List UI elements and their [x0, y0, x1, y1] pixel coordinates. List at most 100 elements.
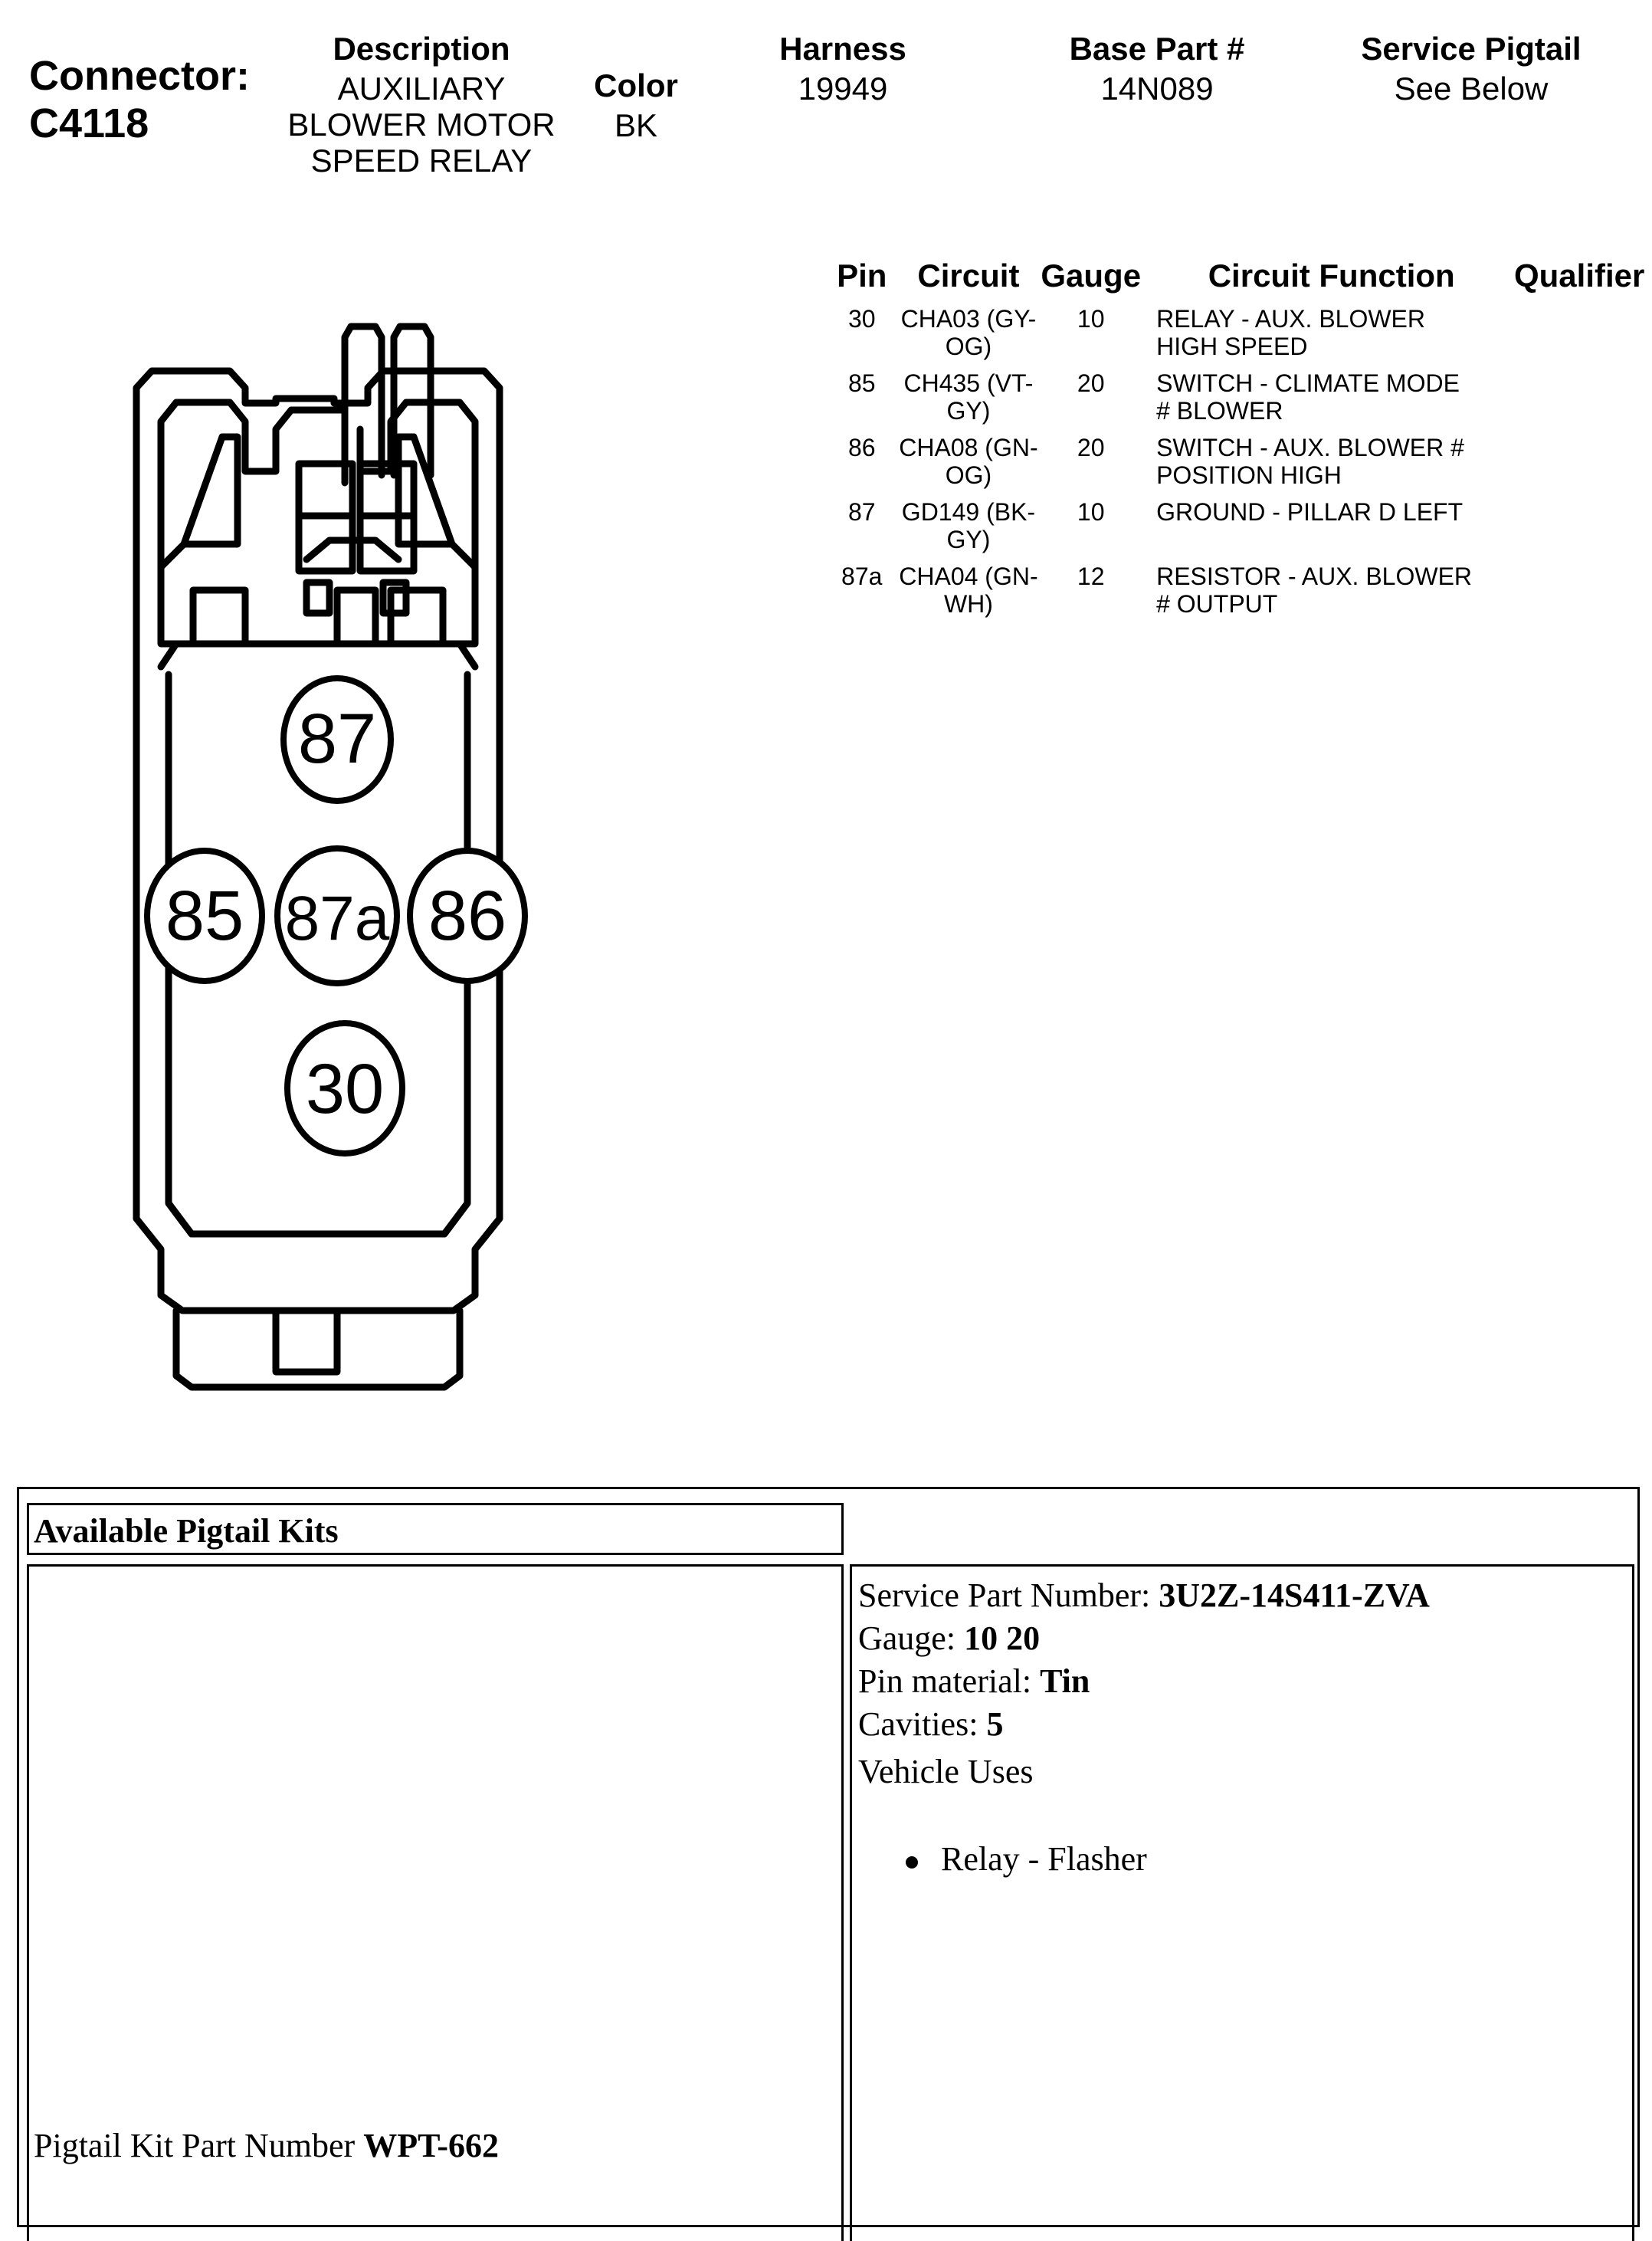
circuit-line: CHA08 (GN-	[899, 434, 1038, 461]
pigtail-details-cell: Service Part Number: 3U2Z-14S411-ZVA Gau…	[850, 1564, 1634, 2241]
pin-label-87a: 87a	[285, 884, 390, 953]
circuit-line: CH435 (VT-	[903, 369, 1034, 397]
pin-label-85: 85	[166, 877, 244, 955]
function-line: # OUTPUT	[1156, 590, 1278, 618]
service-pigtail-value: See Below	[1394, 71, 1549, 107]
function-cell: SWITCH - AUX. BLOWER #POSITION HIGH	[1141, 434, 1506, 498]
pin-material-value: Tin	[1040, 1662, 1090, 1700]
gauge-spec: Gauge: 10 20	[858, 1617, 1430, 1660]
pin-ring	[280, 675, 394, 804]
list-item: Relay - Flasher	[906, 1838, 1147, 1881]
function-line: RESISTOR - AUX. BLOWER	[1156, 563, 1473, 590]
pin-label-87: 87	[298, 700, 376, 778]
pin-ring	[144, 848, 265, 984]
circuit-cell: GD149 (BK-GY)	[896, 498, 1041, 563]
function-line: # BLOWER	[1156, 397, 1283, 425]
pin-cell: 85	[847, 369, 876, 397]
connector-label: Connector:	[29, 53, 250, 99]
pin-cavity-86: 86	[407, 848, 528, 984]
harness-label: Harness	[779, 31, 906, 67]
service-part-number: Service Part Number: 3U2Z-14S411-ZVA	[858, 1574, 1430, 1617]
color-label: Color	[594, 67, 678, 103]
service-part-label: Service Part Number:	[858, 1577, 1159, 1614]
function-line: HIGH SPEED	[1156, 333, 1308, 360]
circuit-line: OG)	[945, 461, 992, 489]
pin-material-spec: Pin material: Tin	[858, 1660, 1430, 1703]
connector-id: C4118	[29, 100, 149, 146]
pin-ring	[274, 845, 400, 986]
harness-column: Harness 19949	[736, 28, 950, 107]
function-cell: RESISTOR - AUX. BLOWER# OUTPUT	[1141, 563, 1506, 627]
harness-value: 19949	[798, 71, 888, 107]
kit-label: Pigtail Kit Part Number	[34, 2127, 364, 2164]
pin-cavity-30: 30	[284, 1020, 405, 1157]
function-line: GROUND - PILLAR D LEFT	[1156, 498, 1464, 526]
table-row: 86 CHA08 (GN-OG) 20 SWITCH - AUX. BLOWER…	[828, 434, 1652, 498]
service-pigtail-label: Service Pigtail	[1361, 31, 1582, 67]
pigtail-kit-cell: Pigtail Kit Part Number WPT-662	[27, 1564, 844, 2241]
vehicle-uses-list: Relay - Flasher	[906, 1838, 1147, 1881]
qualifier-cell	[1506, 305, 1652, 369]
circuit-function-header: Circuit Function	[1208, 258, 1455, 294]
pin-ring	[284, 1020, 405, 1157]
circuit-line: GY)	[946, 397, 991, 425]
description-line: AUXILIARY	[337, 71, 506, 107]
pigtail-kits-section: Available Pigtail Kits Pigtail Kit Part …	[17, 1487, 1640, 2241]
function-cell: GROUND - PILLAR D LEFT	[1141, 498, 1506, 563]
circuit-header: Circuit	[917, 258, 1020, 294]
table-row: 87a CHA04 (GN-WH) 12 RESISTOR - AUX. BLO…	[828, 563, 1652, 627]
connector-outline	[133, 323, 503, 1391]
pin-table: Pin Circuit Gauge Circuit Function Quali…	[828, 258, 1652, 627]
function-line: RELAY - AUX. BLOWER	[1156, 305, 1425, 333]
gauge-cell: 10	[1077, 498, 1105, 526]
color-value: BK	[614, 107, 658, 143]
circuit-line: GY)	[946, 526, 991, 553]
function-cell: SWITCH - CLIMATE MODE# BLOWER	[1141, 369, 1506, 434]
base-part-column: Base Part # 14N089	[1034, 28, 1280, 107]
service-part-value: 3U2Z-14S411-ZVA	[1159, 1577, 1430, 1614]
qualifier-cell	[1506, 563, 1652, 627]
color-column: Color BK	[567, 64, 705, 143]
circuit-cell: CHA08 (GN-OG)	[896, 434, 1041, 498]
description-column: Description AUXILIARY BLOWER MOTOR SPEED…	[276, 28, 567, 179]
bullet-icon	[906, 1855, 918, 1869]
pin-cavity-87: 87	[280, 675, 394, 804]
table-row: 87 GD149 (BK-GY) 10 GROUND - PILLAR D LE…	[828, 498, 1652, 563]
pin-material-label: Pin material:	[858, 1662, 1041, 1700]
qualifier-cell	[1506, 369, 1652, 434]
pin-table-header: Pin Circuit Gauge Circuit Function Quali…	[828, 258, 1652, 305]
vehicle-use-label: Relay - Flasher	[941, 1840, 1147, 1878]
gauge-cell: 10	[1077, 305, 1105, 333]
pigtail-specs: Service Part Number: 3U2Z-14S411-ZVA Gau…	[858, 1574, 1430, 1746]
base-part-label: Base Part #	[1069, 31, 1245, 67]
gauge-cell: 20	[1077, 369, 1105, 397]
pin-cell: 30	[847, 305, 876, 333]
function-line: SWITCH - AUX. BLOWER #	[1156, 434, 1464, 461]
qualifier-header: Qualifier	[1513, 258, 1645, 294]
cavities-spec: Cavities: 5	[858, 1703, 1430, 1746]
pin-ring	[407, 848, 528, 984]
pigtail-kits-heading: Available Pigtail Kits	[34, 1512, 339, 1550]
kit-number: WPT-662	[363, 2127, 500, 2164]
gauge-value: 10 20	[964, 1619, 1041, 1657]
pin-cell: 87a	[841, 563, 883, 590]
gauge-cell: 12	[1077, 563, 1105, 590]
circuit-line: CHA03 (GY-	[900, 305, 1037, 333]
description-line: BLOWER MOTOR	[287, 107, 556, 143]
function-line: SWITCH - CLIMATE MODE	[1156, 369, 1460, 397]
base-part-value: 14N089	[1100, 71, 1214, 107]
circuit-line: CHA04 (GN-	[899, 563, 1038, 590]
pin-cavity-87a: 87a	[274, 845, 400, 986]
pin-label-86: 86	[428, 877, 506, 955]
pin-cell: 86	[847, 434, 876, 461]
gauge-label: Gauge:	[858, 1619, 965, 1657]
description-line: SPEED RELAY	[310, 143, 533, 179]
cavities-value: 5	[986, 1705, 1004, 1743]
pin-label-30: 30	[306, 1050, 384, 1128]
pigtail-kit-part-number: Pigtail Kit Part Number WPT-662	[34, 2125, 499, 2167]
circuit-cell: CHA03 (GY-OG)	[896, 305, 1041, 369]
pigtail-kits-heading-cell: Available Pigtail Kits	[27, 1503, 844, 1555]
pin-header: Pin	[837, 258, 887, 294]
